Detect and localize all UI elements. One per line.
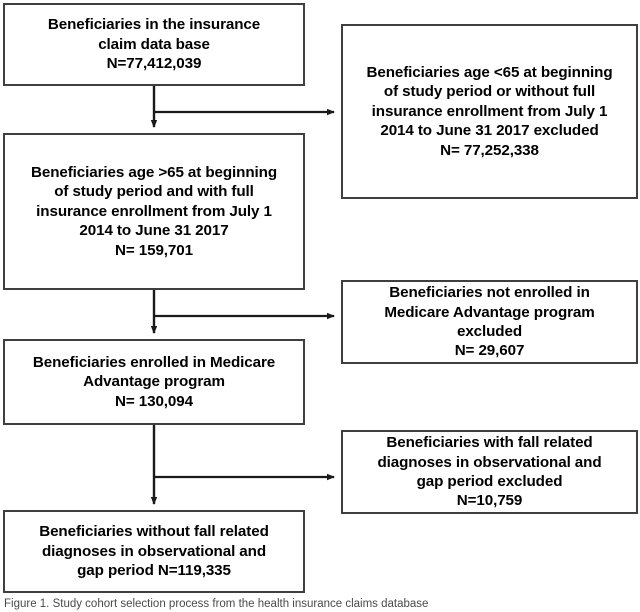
- node-source-population-text: Beneficiaries in the insurance claim dat…: [47, 16, 261, 73]
- node-excluded-age-or-enrollment: Beneficiaries age <65 at beginning of st…: [341, 24, 638, 199]
- node-enrolled-medicare-advantage-text: Beneficiaries enrolled in Medicare Advan…: [32, 353, 276, 410]
- node-eligible-cohort: Beneficiaries age >65 at beginning of st…: [3, 133, 305, 290]
- node-final-cohort: Beneficiaries without fall related diagn…: [3, 510, 305, 593]
- node-source-population: Beneficiaries in the insurance claim dat…: [3, 3, 305, 86]
- node-final-cohort-text: Beneficiaries without fall related diagn…: [39, 523, 269, 580]
- node-excluded-not-medicare-advantage-text: Beneficiaries not enrolled in Medicare A…: [384, 284, 595, 360]
- node-eligible-cohort-text: Beneficiaries age >65 at beginning of st…: [30, 163, 277, 259]
- node-excluded-age-or-enrollment-text: Beneficiaries age <65 at beginning of st…: [366, 63, 613, 159]
- node-excluded-not-medicare-advantage: Beneficiaries not enrolled in Medicare A…: [341, 280, 638, 364]
- figure-caption: Figure 1. Study cohort selection process…: [4, 598, 429, 610]
- node-excluded-fall-diagnoses-text: Beneficiaries with fall related diagnose…: [377, 434, 602, 510]
- node-enrolled-medicare-advantage: Beneficiaries enrolled in Medicare Advan…: [3, 339, 305, 425]
- node-excluded-fall-diagnoses: Beneficiaries with fall related diagnose…: [341, 430, 638, 514]
